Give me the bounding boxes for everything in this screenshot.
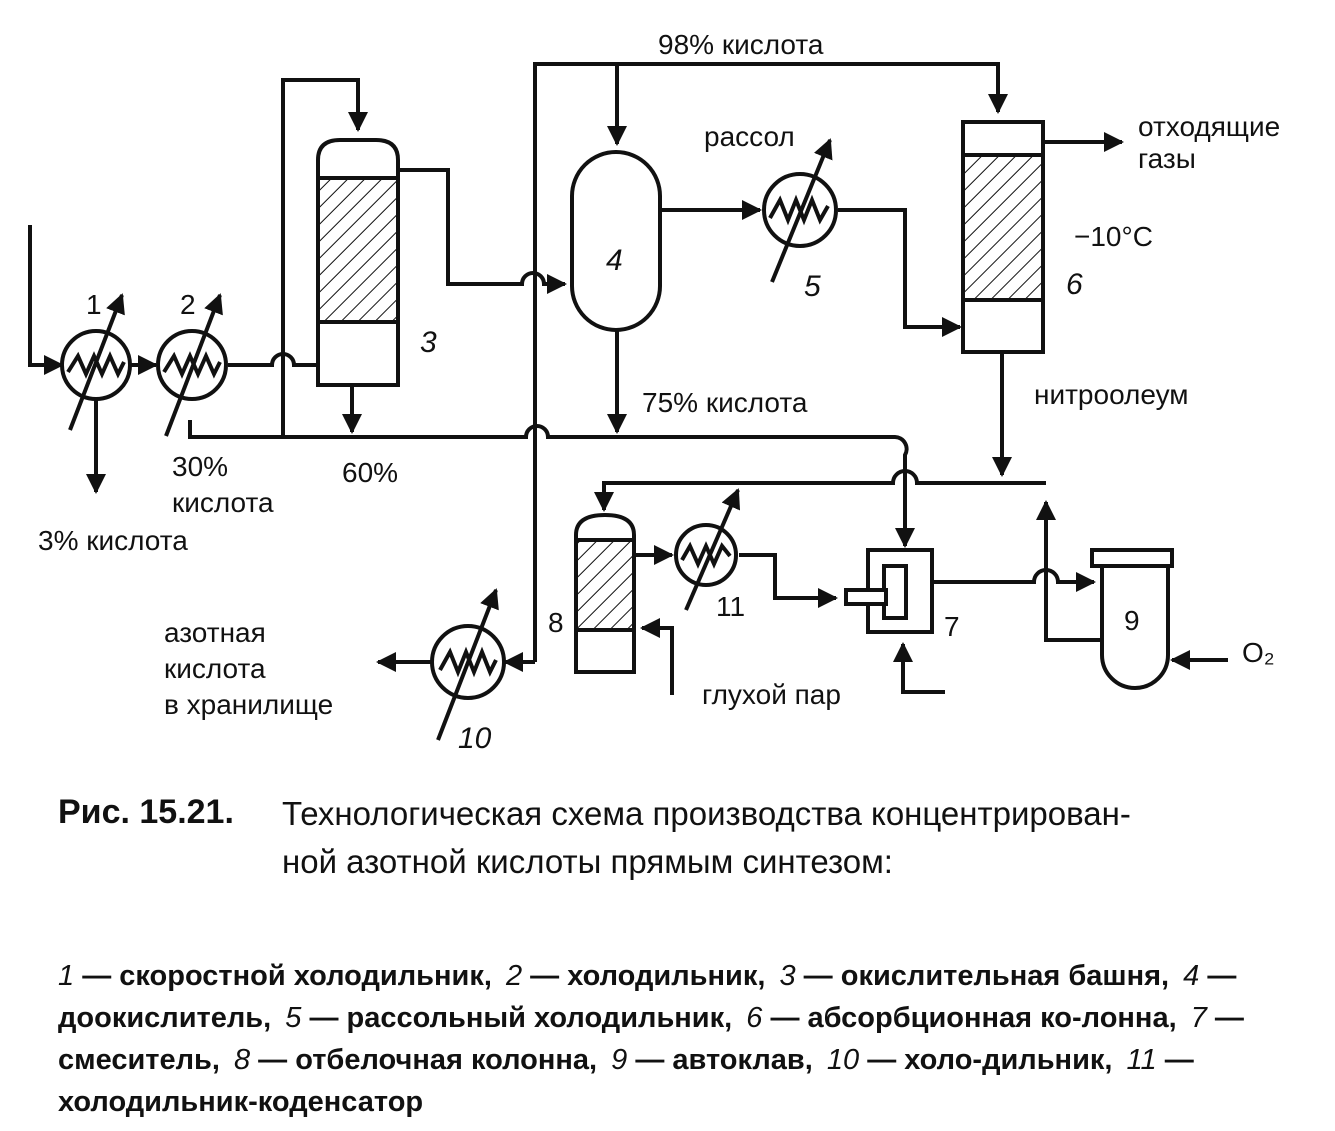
legend-item-number: 3: [779, 960, 796, 992]
unit-numbers: 1 2 3 4 5 6 7 8 9 10 11: [86, 244, 1140, 755]
line-11-to-7: [739, 553, 838, 608]
unit-number-4: 4: [606, 244, 623, 277]
legend-item-text: — рассольный холодильник,: [301, 1002, 733, 1034]
autoclave-9: [1090, 548, 1174, 690]
unit-number-5: 5: [804, 270, 821, 303]
line-2-to-3: [228, 352, 318, 367]
absorption-column-6: [961, 120, 1045, 354]
legend-item-number: 5: [285, 1002, 302, 1034]
label-nitric-2: кислота: [164, 653, 266, 684]
label-off-gases-2: газы: [1138, 143, 1196, 174]
unit-number-7: 7: [944, 611, 960, 642]
legend-item: 11 — холодильник-коденсатор: [58, 1044, 1194, 1118]
label-acid-98: 98% кислота: [658, 29, 824, 60]
cooler-10: [430, 588, 506, 741]
legend-item-text: — автоклав,: [627, 1044, 813, 1076]
line-3-to-4: [398, 168, 567, 294]
after-oxidizer-4: [570, 150, 662, 332]
line-5-to-6: [838, 208, 962, 337]
piping: [28, 62, 1228, 695]
legend-item-text: — холодильник-коденсатор: [58, 1044, 1194, 1118]
caption-line-2: ной азотной кислоты прямым синтезом:: [282, 843, 893, 880]
label-nitrooleum: нитроолеум: [1034, 379, 1189, 410]
unit-number-9: 9: [1124, 605, 1140, 636]
acid-30-header: [188, 420, 915, 548]
legend-item-number: 11: [1126, 1044, 1157, 1076]
legend-item-number: 7: [1190, 1002, 1207, 1034]
label-temperature: −10°C: [1074, 221, 1153, 252]
legend-item-text: — абсорбционная ко-лонна,: [762, 1002, 1177, 1034]
label-nitric-1: азотная: [164, 617, 266, 648]
steam-to-7: [893, 642, 945, 694]
unit-number-3: 3: [420, 326, 437, 359]
label-acid-3: 3% кислота: [38, 525, 188, 556]
acid-98-main: [533, 62, 1008, 662]
autoclave-recycle: [1036, 500, 1100, 642]
label-nitric-3: в хранилище: [164, 689, 333, 720]
unit-number-6: 6: [1066, 268, 1083, 301]
legend-item-text: — холо-дильник,: [859, 1044, 1113, 1076]
process-flow-diagram: 98% кислота рассол отходящие газы −10°C …: [28, 29, 1280, 755]
legend-item-number: 4: [1183, 960, 1200, 992]
label-acid-75: 75% кислота: [642, 387, 808, 418]
brine-cooler-5: [762, 138, 838, 283]
label-brine: рассол: [704, 121, 795, 152]
legend-item-text: — холодильник,: [522, 960, 766, 992]
cooler-2: [156, 293, 228, 437]
label-acid-30-2: кислота: [172, 487, 274, 518]
line-to-column8: [594, 469, 1046, 512]
oxidation-tower-3: [316, 138, 400, 387]
legend-item: 4 — доокислитель,: [58, 960, 1236, 1034]
legend-item-number: 6: [746, 1002, 763, 1034]
legend-item-number: 9: [611, 1044, 628, 1076]
label-oxygen: O₂: [1242, 637, 1275, 668]
legend-item-number: 1: [58, 960, 75, 992]
label-steam: глухой пар: [702, 679, 841, 710]
line-7-to-9: [932, 568, 1096, 592]
legend-item-number: 10: [826, 1044, 860, 1076]
tower3-top-feed: [281, 78, 368, 437]
legend-item: 3 — окислительная башня,: [779, 960, 1169, 992]
unit-number-11: 11: [716, 591, 745, 622]
legend-item-text: — окислительная башня,: [795, 960, 1170, 992]
legend-item: 2 — холодильник,: [506, 960, 765, 992]
cooler-condenser-11: [674, 488, 741, 611]
legend-item: 1 — скоростной холодильник,: [58, 960, 492, 992]
legend-item: 9 — автоклав,: [611, 1044, 813, 1076]
unit-number-2: 2: [180, 289, 196, 320]
feed-line: [28, 225, 64, 375]
legend-item-text: — скоростной холодильник,: [74, 960, 492, 992]
legend-item: 7 — смеситель,: [58, 1002, 1244, 1076]
legend-item-text: — смеситель,: [58, 1002, 1244, 1076]
unit-number-10: 10: [458, 722, 492, 755]
label-60: 60%: [342, 457, 398, 488]
label-off-gases-1: отходящие: [1138, 111, 1280, 142]
bleaching-column-8: [574, 512, 636, 674]
legend-item: 10 — холо-дильник,: [827, 1044, 1113, 1076]
legend-item-number: 2: [505, 960, 523, 992]
figure-number: Рис. 15.21.: [58, 793, 234, 831]
legend-item: 6 — абсорбционная ко-лонна,: [746, 1002, 1176, 1034]
mixer-7: [844, 548, 934, 634]
unit-number-1: 1: [86, 289, 102, 320]
legend-item-text: — доокислитель,: [58, 960, 1237, 1034]
cooler-1: [60, 293, 132, 431]
caption-line-1: Технологическая схема производства конце…: [282, 795, 1131, 832]
flow-labels: 98% кислота рассол отходящие газы −10°C …: [38, 29, 1280, 720]
legend-item-number: 8: [233, 1044, 251, 1076]
legend-item: 8 — отбелочная колонна,: [234, 1044, 597, 1076]
steam-to-8: [640, 618, 674, 695]
legend: 1 — скоростной холодильник, 2 — холодиль…: [58, 955, 1268, 1123]
legend-item: 5 — рассольный холодильник,: [285, 1002, 732, 1034]
unit-number-8: 8: [548, 607, 564, 638]
legend-item-text: — отбелочная колонна,: [250, 1044, 598, 1076]
label-acid-30-1: 30%: [172, 451, 228, 482]
